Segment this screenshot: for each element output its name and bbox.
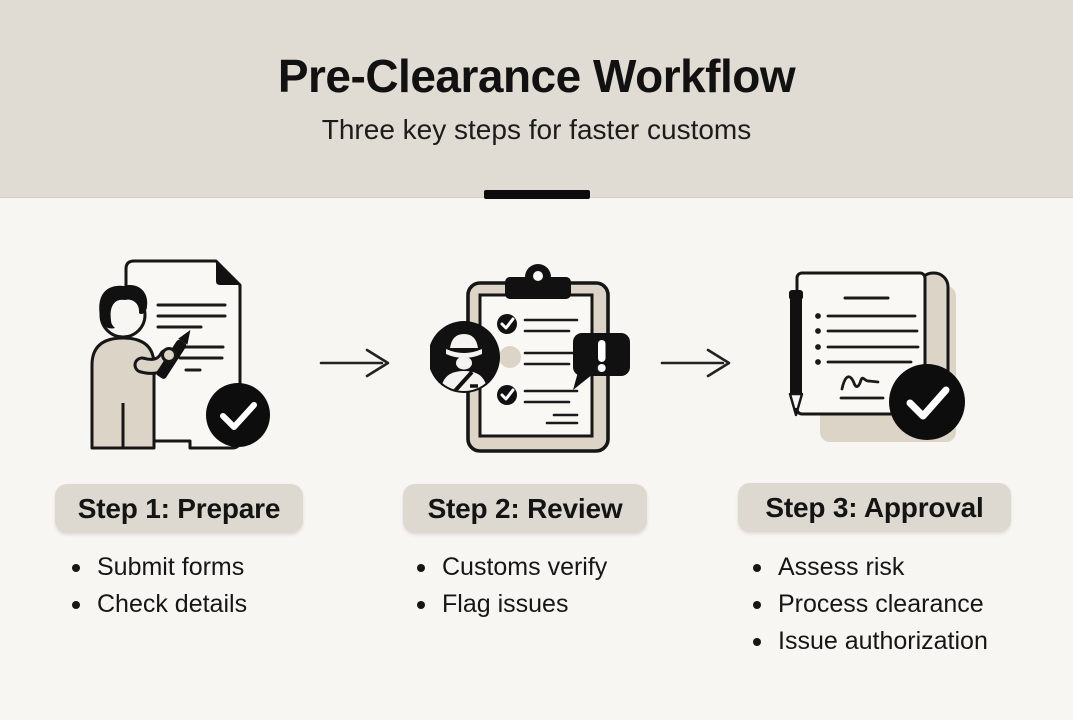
- step-3-badge: Step 3: Approval: [738, 483, 1011, 532]
- list-item: Process clearance: [753, 586, 988, 623]
- list-item: Submit forms: [72, 549, 247, 586]
- bullet-dot-icon: [417, 600, 425, 609]
- step-3-label: Step 3: Approval: [765, 491, 984, 523]
- bullet-dot-icon: [753, 600, 761, 609]
- page-title: Pre-Clearance Workflow: [277, 50, 796, 102]
- bullet-dot-icon: [417, 563, 425, 572]
- person-icon: [90, 285, 191, 450]
- list-item: Assess risk: [753, 549, 988, 586]
- list-item: Flag issues: [417, 586, 607, 623]
- customs-officer-avatar: [430, 321, 500, 393]
- person-filling-form-icon: [90, 259, 270, 450]
- list-item: Check details: [72, 586, 247, 623]
- bullet-text: Process clearance: [778, 590, 984, 618]
- list-item: Issue authorization: [753, 623, 988, 660]
- bullet-text: Submit forms: [97, 553, 245, 581]
- speech-bubble-exclamation-icon: [573, 333, 630, 390]
- bullet-dot-icon: [72, 600, 80, 609]
- right-arrow-icon: [319, 348, 390, 378]
- step-2-label: Step 2: Review: [427, 492, 623, 524]
- signed-document-approved-icon: [788, 271, 965, 442]
- checklist-rows: [497, 314, 579, 425]
- step-1-bullet-list: Submit forms Check details: [72, 549, 247, 623]
- bullet-dot-icon: [72, 563, 80, 572]
- clipboard-clip-icon: [505, 264, 571, 299]
- step-1-badge: Step 1: Prepare: [55, 484, 303, 533]
- step-1-label: Step 1: Prepare: [77, 492, 281, 524]
- header-band: Pre-Clearance Workflow Three key steps f…: [0, 0, 1073, 198]
- right-arrow-icon: [660, 348, 731, 378]
- step-2-bullet-list: Customs verify Flag issues: [417, 549, 607, 623]
- bullet-text: Flag issues: [442, 590, 569, 618]
- checkmark-circle-icon: [206, 383, 270, 447]
- bullet-dot-icon: [753, 637, 761, 646]
- pen-icon: [788, 290, 804, 417]
- bullet-text: Issue authorization: [778, 627, 988, 655]
- page-subtitle: Three key steps for faster customs: [321, 114, 752, 145]
- bullet-text: Customs verify: [442, 553, 608, 581]
- step-2-badge: Step 2: Review: [403, 484, 647, 533]
- customs-clipboard-review-icon: [430, 264, 630, 453]
- bullet-text: Check details: [97, 590, 248, 618]
- bullet-dot-icon: [753, 563, 761, 572]
- list-item: Customs verify: [417, 549, 607, 586]
- bullet-text: Assess risk: [778, 553, 905, 581]
- signed-document-icon: [788, 271, 956, 442]
- step-3-bullet-list: Assess risk Process clearance Issue auth…: [753, 549, 988, 660]
- divider-bar: [484, 190, 590, 199]
- signature-icon: [839, 375, 885, 400]
- checkmark-circle-icon: [889, 364, 965, 440]
